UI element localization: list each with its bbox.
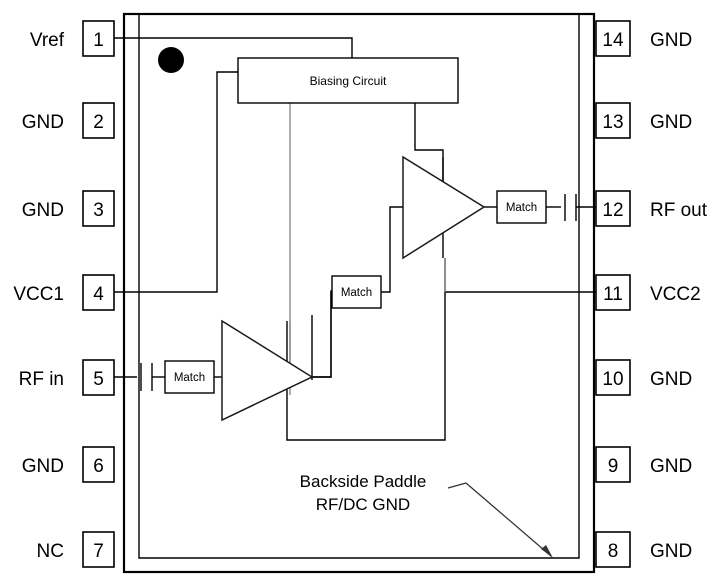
pin-label-nc: NC [37, 541, 64, 562]
pin-box-5[interactable]: 5 [82, 359, 115, 396]
paddle-leader-stub [447, 482, 467, 489]
wire-match-mid-to-amp2 [381, 206, 403, 293]
pin-number-12: 12 [602, 200, 623, 221]
pin-label-vcc2: VCC2 [650, 284, 701, 305]
amplifier-stage-2-icon[interactable] [402, 155, 486, 260]
pin-number-14: 14 [602, 30, 624, 51]
pin-label-gnd-14: GND [650, 30, 692, 51]
backside-paddle-line-2: RF/DC GND [316, 495, 410, 514]
pin-number-4: 4 [93, 284, 104, 305]
die-boundary [138, 14, 580, 559]
pin-box-7[interactable]: 7 [82, 531, 115, 568]
pin-number-3: 3 [93, 200, 104, 221]
match-block-input[interactable]: Match [164, 360, 215, 394]
left-pin-group: 1 2 3 4 5 6 7 [82, 20, 115, 568]
match-middle-label: Match [341, 287, 372, 299]
pin-number-10: 10 [602, 369, 623, 390]
pin-number-9: 9 [608, 456, 619, 477]
backside-paddle-line-1: Backside Paddle [300, 472, 427, 491]
pin-number-1: 1 [93, 30, 104, 51]
wire-amp1-to-match-mid [312, 290, 332, 378]
wire-vref-to-bias [114, 37, 353, 58]
pin-box-14[interactable]: 14 [595, 20, 631, 57]
pin-box-1[interactable]: 1 [82, 20, 115, 57]
pin-number-6: 6 [93, 456, 104, 477]
pin-box-6[interactable]: 6 [82, 446, 115, 483]
pin-label-gnd-9: GND [650, 456, 692, 477]
amplifier-stage-1-icon[interactable] [221, 319, 314, 422]
pin-label-gnd-2: GND [22, 112, 64, 133]
pin-label-gnd-3: GND [22, 200, 64, 221]
paddle-leader-line [465, 482, 552, 557]
match-output-label: Match [506, 202, 537, 214]
pin-box-2[interactable]: 2 [82, 102, 115, 139]
pin-number-8: 8 [608, 541, 619, 562]
paddle-arrow-head-icon [541, 545, 553, 558]
pin-number-5: 5 [93, 369, 104, 390]
right-pin-group: 14 13 12 11 10 9 [595, 20, 631, 568]
left-label-group: Vref GND GND VCC1 RF in GND NC [13, 30, 64, 562]
pin-number-11: 11 [603, 284, 623, 305]
pin-label-vref: Vref [30, 30, 65, 51]
pin-label-gnd-13: GND [650, 112, 692, 133]
pin-label-vcc1: VCC1 [13, 284, 64, 305]
right-label-group: GND GND RF out VCC2 GND GND GND [650, 30, 708, 562]
pin-1-dot-icon [158, 47, 184, 73]
wire-vcc1-to-bias [114, 71, 238, 293]
match-block-middle[interactable]: Match [331, 275, 382, 309]
pin-box-8[interactable]: 8 [595, 531, 631, 568]
match-input-label: Match [174, 372, 205, 384]
pin-number-2: 2 [93, 112, 104, 133]
pin-label-rf-in: RF in [19, 369, 64, 390]
pin-label-gnd-6: GND [22, 456, 64, 477]
pin-box-13[interactable]: 13 [595, 102, 631, 139]
wire-amp1-out-riser [312, 292, 332, 378]
pin-box-10[interactable]: 10 [595, 359, 631, 396]
pin-box-12[interactable]: 12 [595, 190, 631, 227]
pin-label-gnd-8: GND [650, 541, 692, 562]
pin-box-3[interactable]: 3 [82, 190, 115, 227]
pin-box-9[interactable]: 9 [595, 446, 631, 483]
match-block-output[interactable]: Match [496, 190, 547, 224]
pin-label-gnd-10: GND [650, 369, 692, 390]
biasing-circuit-block[interactable]: Biasing Circuit [237, 57, 459, 104]
pin-label-rf-out: RF out [650, 200, 708, 221]
pin-number-13: 13 [602, 112, 623, 133]
biasing-circuit-label: Biasing Circuit [310, 74, 387, 88]
pin-box-4[interactable]: 4 [82, 274, 115, 311]
pin-number-7: 7 [93, 541, 104, 562]
pin-box-11[interactable]: 11 [595, 274, 631, 311]
package-outline [122, 12, 596, 574]
